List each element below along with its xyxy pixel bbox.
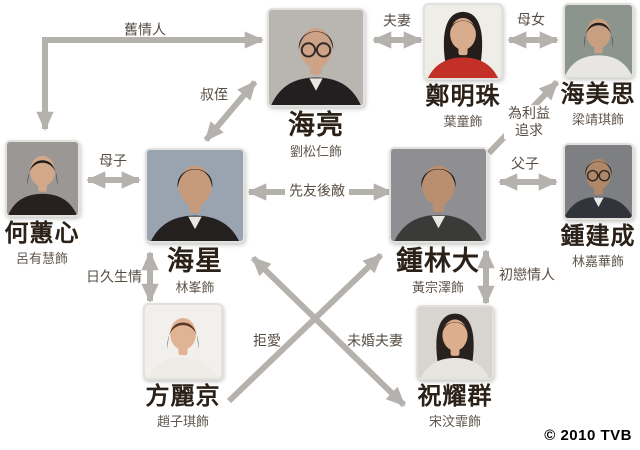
relationship-label-rejected-love: 拒愛 — [253, 332, 281, 349]
character-card-hai-xing: 海星 林峯飾 — [145, 148, 245, 296]
character-card-zheng-ming-zhu: 鄭明珠 葉童飾 — [413, 3, 513, 130]
portrait-hai-xing — [145, 148, 245, 243]
relationship-label-first-love: 初戀情人 — [499, 266, 555, 283]
character-name-fang-li-jing: 方麗京 — [145, 383, 221, 410]
relationship-label-mother-son: 母子 — [99, 152, 127, 169]
portrait-he-hui-xin — [4, 140, 80, 217]
arrow-uncle-nephew — [203, 80, 258, 142]
arrow-rejected-love — [226, 252, 384, 404]
actor-name-lau-chung-yan: 劉松仁飾 — [289, 144, 342, 159]
relationship-label-uncle-nephew: 叔侄 — [200, 86, 228, 103]
character-card-zhong-jian-cheng: 鍾建成 林嘉華飾 — [548, 143, 640, 270]
character-name-zhong-jian-cheng: 鍾建成 — [560, 223, 636, 250]
copyright-text: © 2010 TVB — [544, 427, 632, 444]
relationship-label-old-lovers: 舊情人 — [124, 21, 166, 38]
relationship-label-pursue-for-benefit: 為利益 追求 — [504, 105, 554, 139]
relationship-label-love-grows-over-time: 日久生情 — [86, 268, 142, 285]
character-card-fang-li-jing: 方麗京 趙子琪飾 — [133, 303, 233, 430]
portrait-zhong-jian-cheng — [562, 143, 634, 220]
character-name-hai-liang: 海亮 — [288, 110, 344, 140]
actor-name-leung-ching-kei: 梁靖琪飾 — [571, 112, 624, 127]
relationship-label-mother-daughter: 母女 — [517, 11, 545, 28]
actor-name-wong-chung-chak: 黃宗澤飾 — [411, 280, 464, 295]
relationship-label-friends-then-enemies: 先友後敵 — [285, 182, 349, 200]
character-card-zhong-lin-da: 鍾林大 黃宗澤飾 — [388, 147, 488, 296]
character-card-zhu-yao-qun: 祝耀群 宋汶霏飾 — [405, 305, 505, 430]
portrait-zhu-yao-qun — [416, 305, 494, 380]
character-card-hai-mei-si: 海美思 梁靖琪飾 — [548, 3, 640, 128]
portrait-hai-liang — [267, 8, 365, 107]
actor-name-lui-yau-wai: 呂有慧飾 — [15, 251, 68, 266]
character-name-he-hui-xin: 何蕙心 — [4, 220, 80, 247]
actor-name-lam-fung: 林峯飾 — [175, 280, 215, 295]
character-name-zheng-ming-zhu: 鄭明珠 — [425, 83, 501, 110]
character-card-he-hui-xin: 何蕙心 呂有慧飾 — [0, 140, 92, 267]
portrait-fang-li-jing — [143, 303, 223, 380]
character-name-zhong-lin-da: 鍾林大 — [396, 246, 480, 276]
arrow-old-lovers — [36, 31, 264, 131]
actor-name-lam-ka-wah: 林嘉華飾 — [571, 254, 624, 269]
character-name-hai-mei-si: 海美思 — [560, 81, 636, 108]
portrait-hai-mei-si — [562, 3, 634, 78]
portrait-zheng-ming-zhu — [423, 3, 503, 80]
character-name-zhu-yao-qun: 祝耀群 — [417, 383, 493, 410]
character-name-hai-xing: 海星 — [167, 246, 223, 276]
arrow-engaged-couple — [250, 255, 407, 408]
relationship-label-engaged-couple: 未婚夫妻 — [347, 332, 403, 349]
actor-name-yip-tung: 葉童飾 — [443, 114, 483, 129]
character-card-hai-liang: 海亮 劉松仁飾 — [266, 8, 366, 160]
actor-name-zhao-zi-qi: 趙子琪飾 — [156, 414, 209, 429]
actor-name-song-wen-fei: 宋汶霏飾 — [428, 414, 481, 429]
portrait-zhong-lin-da — [388, 147, 488, 243]
relationship-label-husband-wife: 夫妻 — [383, 12, 411, 29]
relationship-label-father-son: 父子 — [511, 155, 539, 172]
